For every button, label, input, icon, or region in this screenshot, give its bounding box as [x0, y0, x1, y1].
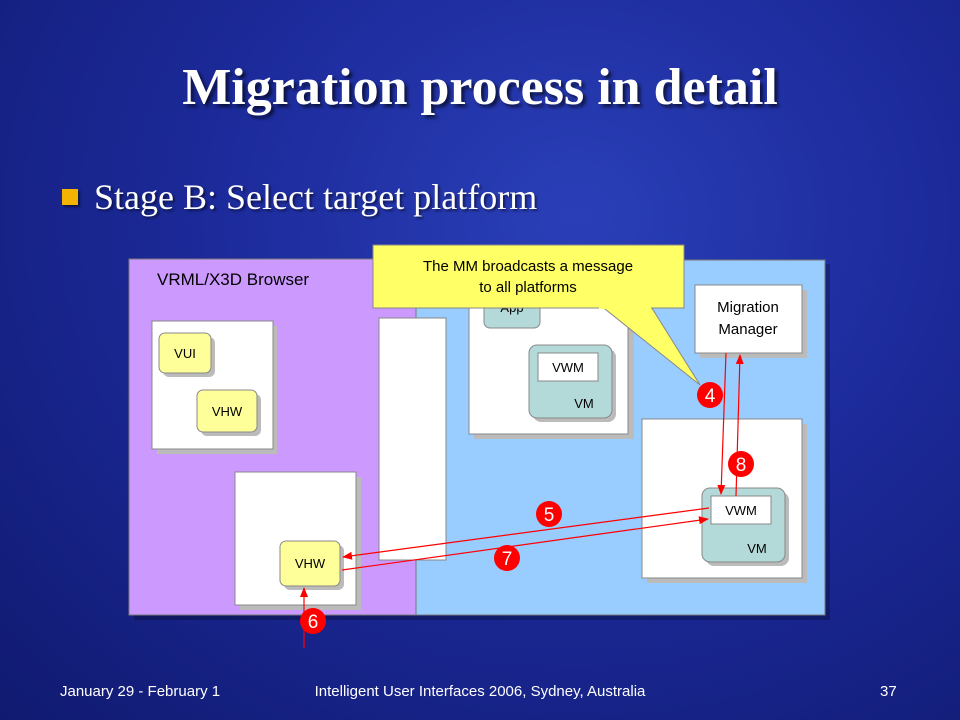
bullet-text: Stage B: Select target platform — [94, 177, 538, 217]
vwm-bottom-label: VWM — [725, 503, 757, 518]
svg-text:8: 8 — [736, 455, 747, 476]
svg-text:6: 6 — [308, 612, 319, 633]
vhw-bottom-box — [279, 540, 341, 587]
divider-panel — [378, 317, 447, 561]
migration-manager-line2: Manager — [718, 321, 777, 338]
migration-manager-box — [694, 284, 803, 354]
svg-text:4: 4 — [705, 386, 716, 407]
arrow-step-5 — [342, 507, 710, 560]
vhw-top-box — [196, 389, 258, 433]
step-marker-4: 4 — [697, 382, 723, 408]
callout-box — [372, 244, 685, 309]
vwm-top-label: VWM — [552, 360, 584, 375]
arrow-step-4 — [717, 352, 727, 495]
slide-title: Migration process in detail — [182, 59, 778, 116]
footer-page-number: 37 — [880, 683, 897, 700]
vwm-bottom-box — [710, 495, 772, 525]
vhw-bottom-label: VHW — [295, 556, 326, 571]
svg-text:5: 5 — [544, 505, 555, 526]
vm-top-label: VM — [574, 396, 594, 411]
svg-text:7: 7 — [502, 549, 513, 570]
bullet-item: Stage B: Select target platform — [62, 176, 537, 218]
bullet-square-icon — [62, 189, 78, 205]
callout-line2: to all platforms — [479, 279, 577, 296]
migration-manager-line1: Migration — [717, 299, 779, 316]
step-marker-8: 8 — [728, 451, 754, 477]
vui-label: VUI — [174, 346, 196, 361]
vm-bottom-label: VM — [747, 541, 767, 556]
vhw-top-label: VHW — [212, 404, 243, 419]
browser-label: VRML/X3D Browser — [157, 270, 309, 289]
step-marker-7: 7 — [494, 545, 520, 571]
vui-box — [158, 332, 212, 374]
arrow-step-7 — [341, 516, 709, 571]
footer-conference: Intelligent User Interfaces 2006, Sydney… — [314, 683, 646, 700]
step-marker-5: 5 — [536, 501, 562, 527]
footer-date: January 29 - February 1 — [60, 683, 221, 700]
step-marker-6: 6 — [300, 608, 326, 634]
callout-line1: The MM broadcasts a message — [423, 258, 633, 275]
vwm-top-box — [537, 352, 599, 382]
